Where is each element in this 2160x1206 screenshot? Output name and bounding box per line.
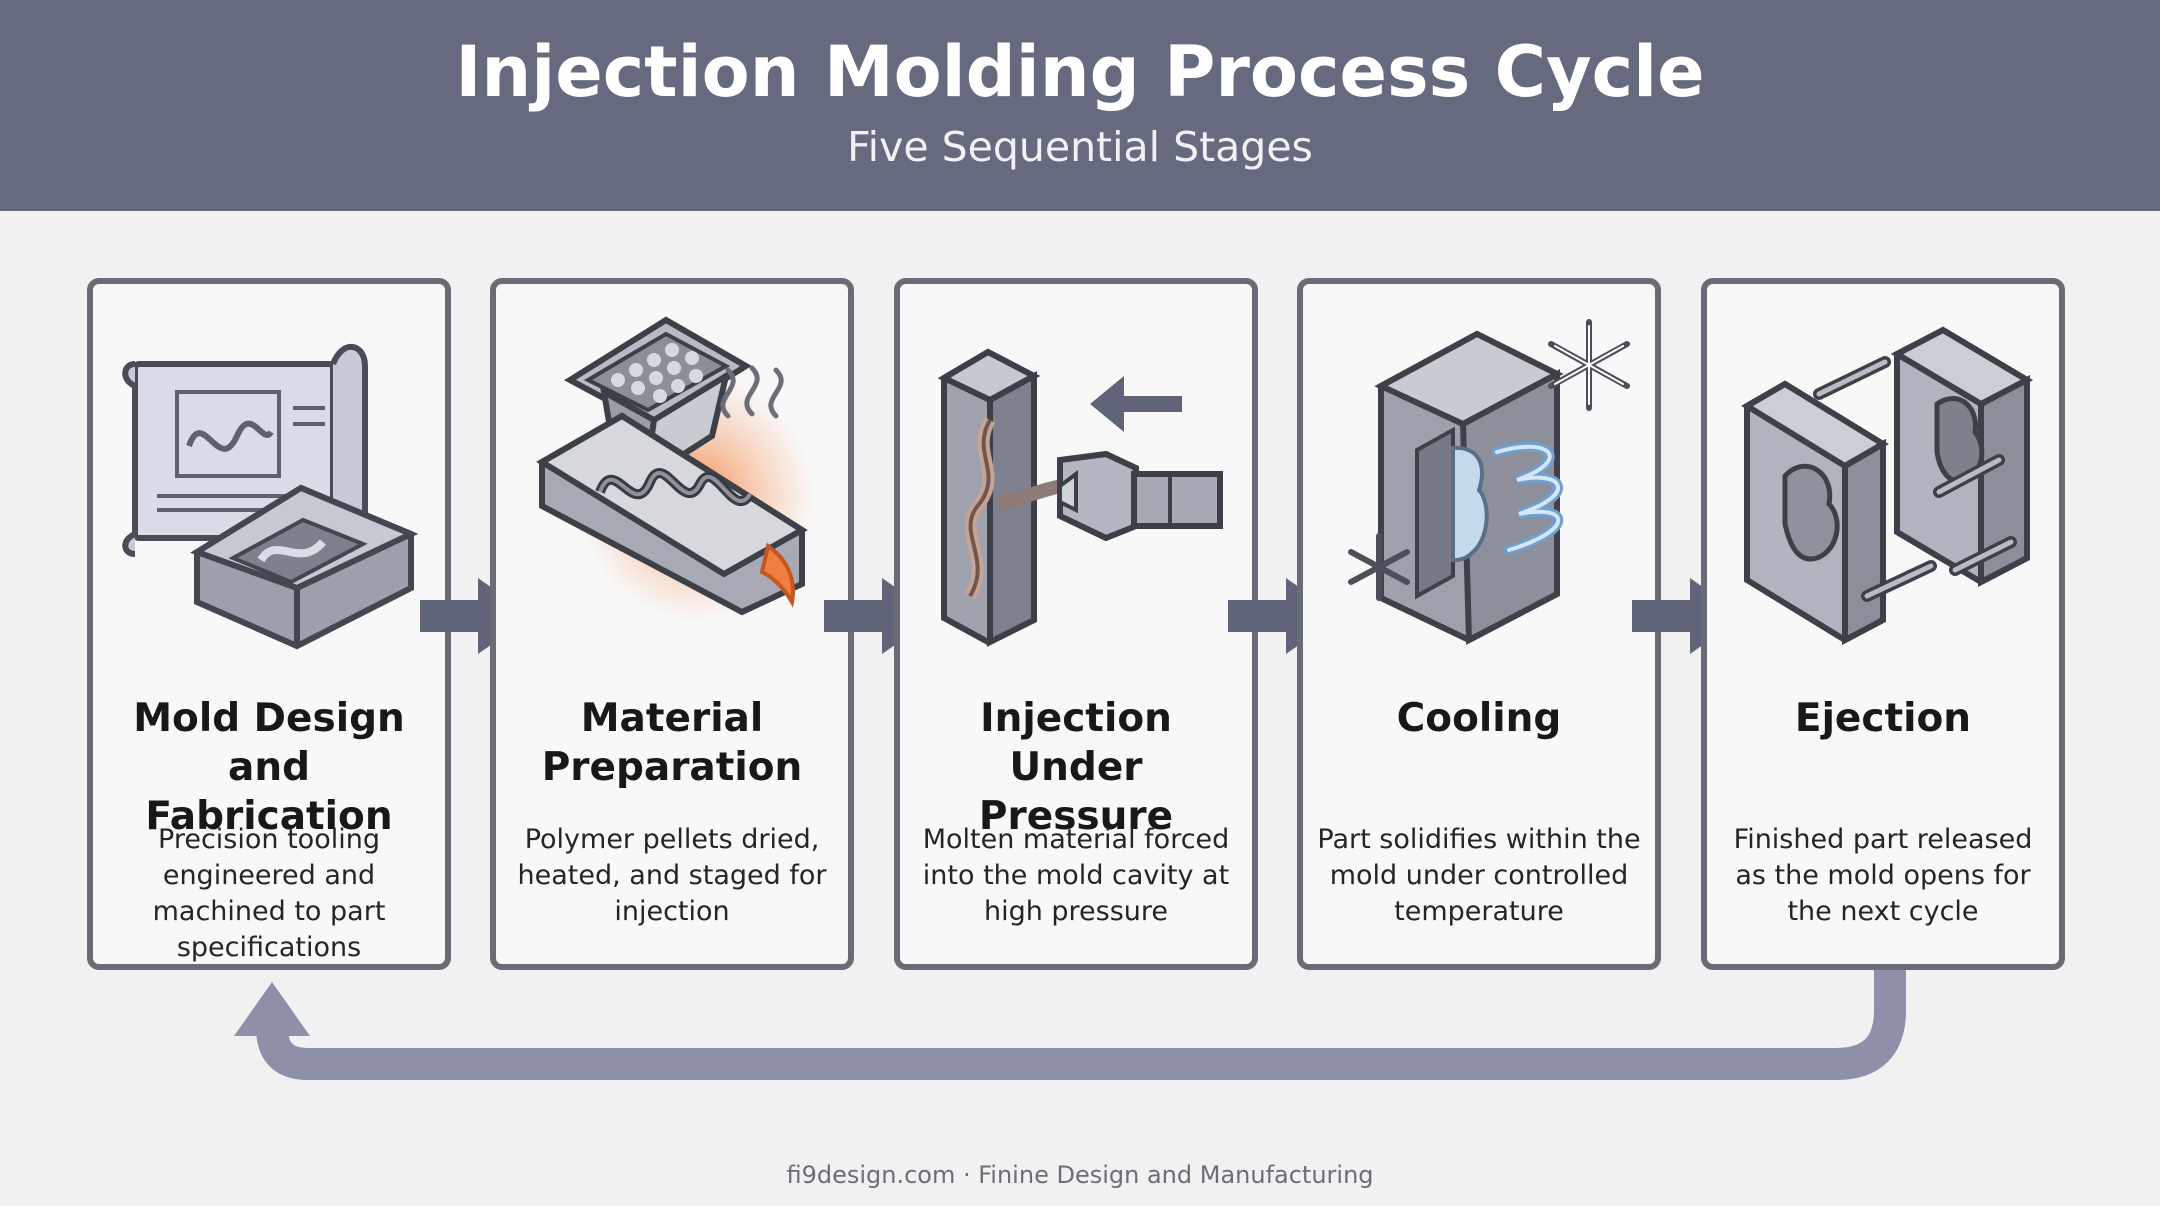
return-loop-path — [256, 970, 1906, 1080]
stage-title-cooling: Cooling — [1396, 696, 1562, 741]
blueprint-and-mold-icon — [93, 284, 445, 664]
stage-description-mold-design: Precision tooling engineered and machine… — [152, 824, 386, 963]
stage-title-material-preparation: Material Preparation — [541, 696, 803, 790]
stage-title-ejection: Ejection — [1794, 696, 1972, 741]
stage-description-cooling: Part solidifies within the mold under co… — [1317, 824, 1641, 927]
stage-title-mold-design: Mold Design and Fabrication — [133, 696, 405, 839]
stage-card-injection: Injection Under Pressure Molten material… — [894, 278, 1258, 970]
header-banner: Injection Molding Process Cycle Five Seq… — [0, 0, 2160, 211]
open-mold-ejection-icon — [1707, 284, 2059, 664]
footer-credit: fi9design.com · Finine Design and Manufa… — [786, 1161, 1374, 1189]
stage-description-ejection: Finished part released as the mold opens… — [1733, 824, 2033, 927]
cooling-mold-snowflake-icon — [1303, 284, 1655, 664]
stage-title-injection: Injection Under Pressure — [978, 696, 1174, 839]
stage-description-material-preparation: Polymer pellets dried, heated, and stage… — [517, 824, 827, 927]
page-title: Injection Molding Process Cycle — [455, 31, 1705, 113]
stage-card-cooling: Cooling Part solidifies within the mold … — [1297, 278, 1661, 970]
stage-card-ejection: Ejection Finished part released as the m… — [1701, 278, 2065, 970]
injection-nozzle-mold-icon — [900, 284, 1252, 664]
stage-card-mold-design: Mold Design and Fabrication Precision to… — [87, 278, 451, 970]
stage-card-material-preparation: Material Preparation Polymer pellets dri… — [490, 278, 854, 970]
pellet-hopper-barrel-icon — [496, 284, 848, 664]
page-subtitle: Five Sequential Stages — [847, 123, 1313, 171]
return-loop-arrowhead — [234, 982, 310, 1036]
stage-description-injection: Molten material forced into the mold cav… — [922, 824, 1230, 927]
